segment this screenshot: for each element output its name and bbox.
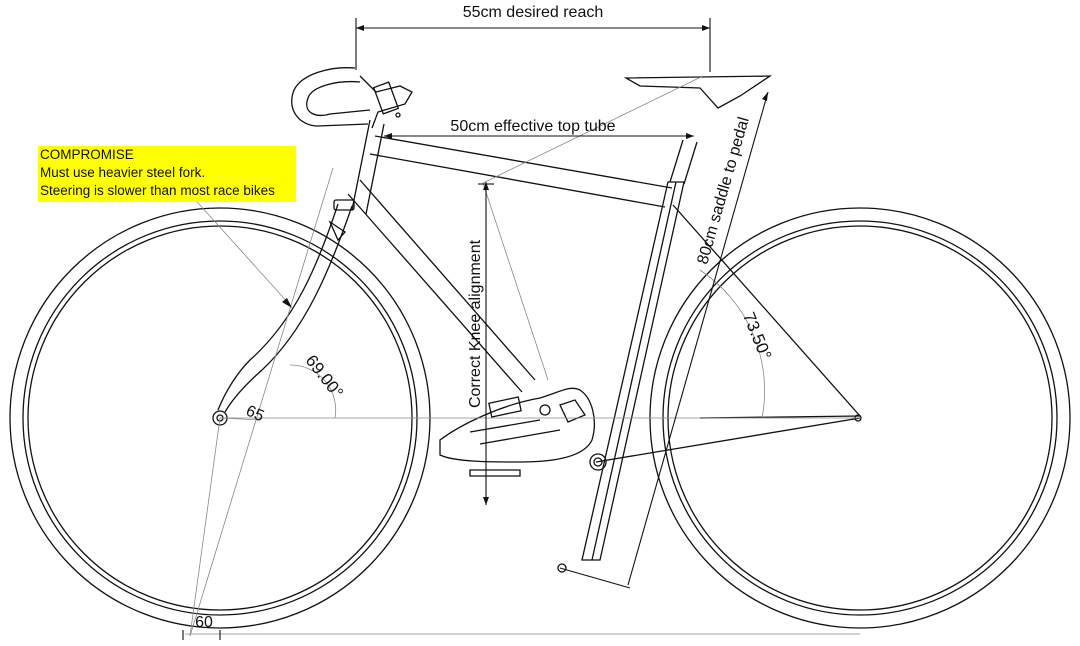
reach-label: 55cm desired reach <box>463 4 604 21</box>
dimension-lines <box>182 18 769 640</box>
bottom-bracket <box>557 453 607 573</box>
cycling-shoe <box>439 387 595 477</box>
knee-alignment-label: Correct Knee alignment <box>467 239 484 408</box>
trail-label: 60 <box>195 614 213 631</box>
compromise-note: COMPROMISE Must use heavier steel fork. … <box>38 146 296 202</box>
fork <box>217 199 355 413</box>
note-arrow <box>282 298 292 308</box>
head-angle-label: 69.00° <box>302 351 347 402</box>
compromise-line-1: Must use heavier steel fork. <box>40 165 206 180</box>
compromise-line-2: Steering is slower than most race bikes <box>40 183 275 198</box>
seat-angle-label: 73.50° <box>739 310 775 363</box>
frame <box>347 119 861 561</box>
compromise-title: COMPROMISE <box>40 147 134 162</box>
saddle <box>623 75 773 109</box>
handlebar <box>291 67 413 129</box>
top-tube-label: 50cm effective top tube <box>450 118 615 135</box>
fork-offset-label: 65 <box>243 403 266 426</box>
